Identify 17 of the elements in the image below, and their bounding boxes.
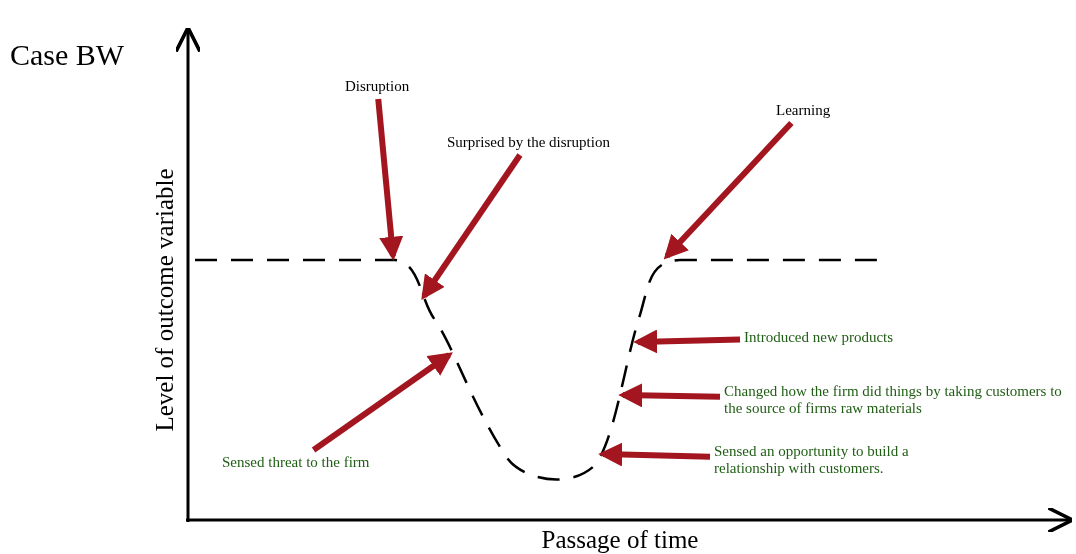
annotation-text: Changed how the firm did things by taking customers to the source of firms raw materials xyxy=(724,383,1074,417)
axis-title: Passage of time xyxy=(541,526,699,554)
annotation-text: Surprised by the disruption xyxy=(447,134,610,151)
annotation-text: Disruption xyxy=(345,78,410,95)
arrow xyxy=(375,98,404,261)
annotation-text: Introduced new products xyxy=(744,329,894,346)
annotation-text: Sensed an opportunity to build a relationship with customers. xyxy=(714,443,974,477)
arrow xyxy=(618,383,721,408)
annotation-text: Learning xyxy=(776,102,831,119)
arrow xyxy=(663,120,794,260)
annotation-text: Sensed threat to the firm xyxy=(222,454,370,471)
arrow xyxy=(421,153,523,300)
arrow xyxy=(311,352,453,453)
chart-title: Case BW xyxy=(10,38,125,72)
arrow xyxy=(598,442,711,467)
arrow xyxy=(633,329,741,354)
axis-title: Level of outcome variable xyxy=(151,168,179,432)
